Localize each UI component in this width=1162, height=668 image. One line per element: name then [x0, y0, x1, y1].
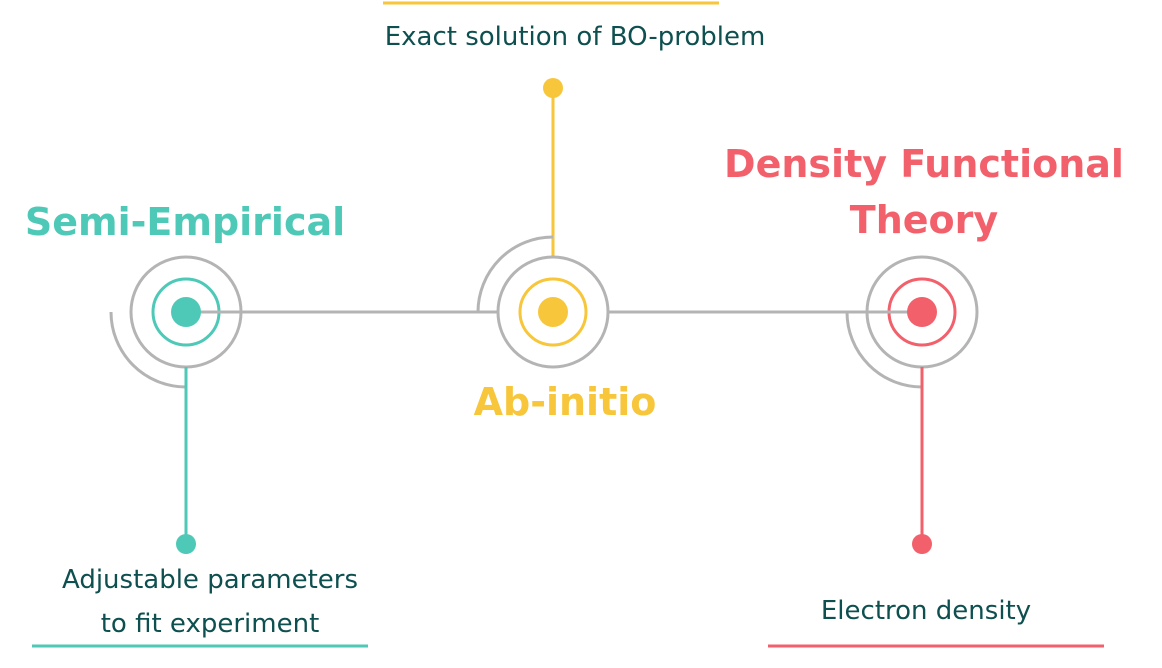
title-semi-empirical: Semi-Empirical [24, 200, 346, 244]
center-dot-semi-empirical [171, 297, 201, 327]
description-line-2: to fit experiment [100, 609, 320, 639]
outer-arc-semi-empirical [109, 311, 187, 389]
node-dft [768, 255, 1104, 648]
center-dot-dft [907, 297, 937, 327]
center-dot-ab-initio [538, 297, 568, 327]
description-semi-empirical: Adjustable parameters to fit experiment [62, 558, 358, 646]
node-semi-empirical [32, 255, 368, 648]
description-ab-initio: Exact solution of BO-problem [384, 22, 766, 52]
node-ab-initio [383, 1, 719, 369]
outer-arc-dft [845, 311, 923, 389]
stem-end-dot-dft [912, 534, 932, 554]
outer-arc-ab-initio [476, 235, 554, 313]
stem-end-dot-semi-empirical [176, 534, 196, 554]
description-dft: Electron density [820, 596, 1032, 626]
title-dft: Density Functional Theory [724, 136, 1124, 248]
title-ab-initio: Ab-initio [473, 380, 657, 424]
stem-end-dot-ab-initio [543, 78, 563, 98]
title-line-1: Density Functional [724, 142, 1124, 186]
title-line-2: Theory [849, 198, 999, 242]
description-line-1: Adjustable parameters [61, 565, 359, 595]
